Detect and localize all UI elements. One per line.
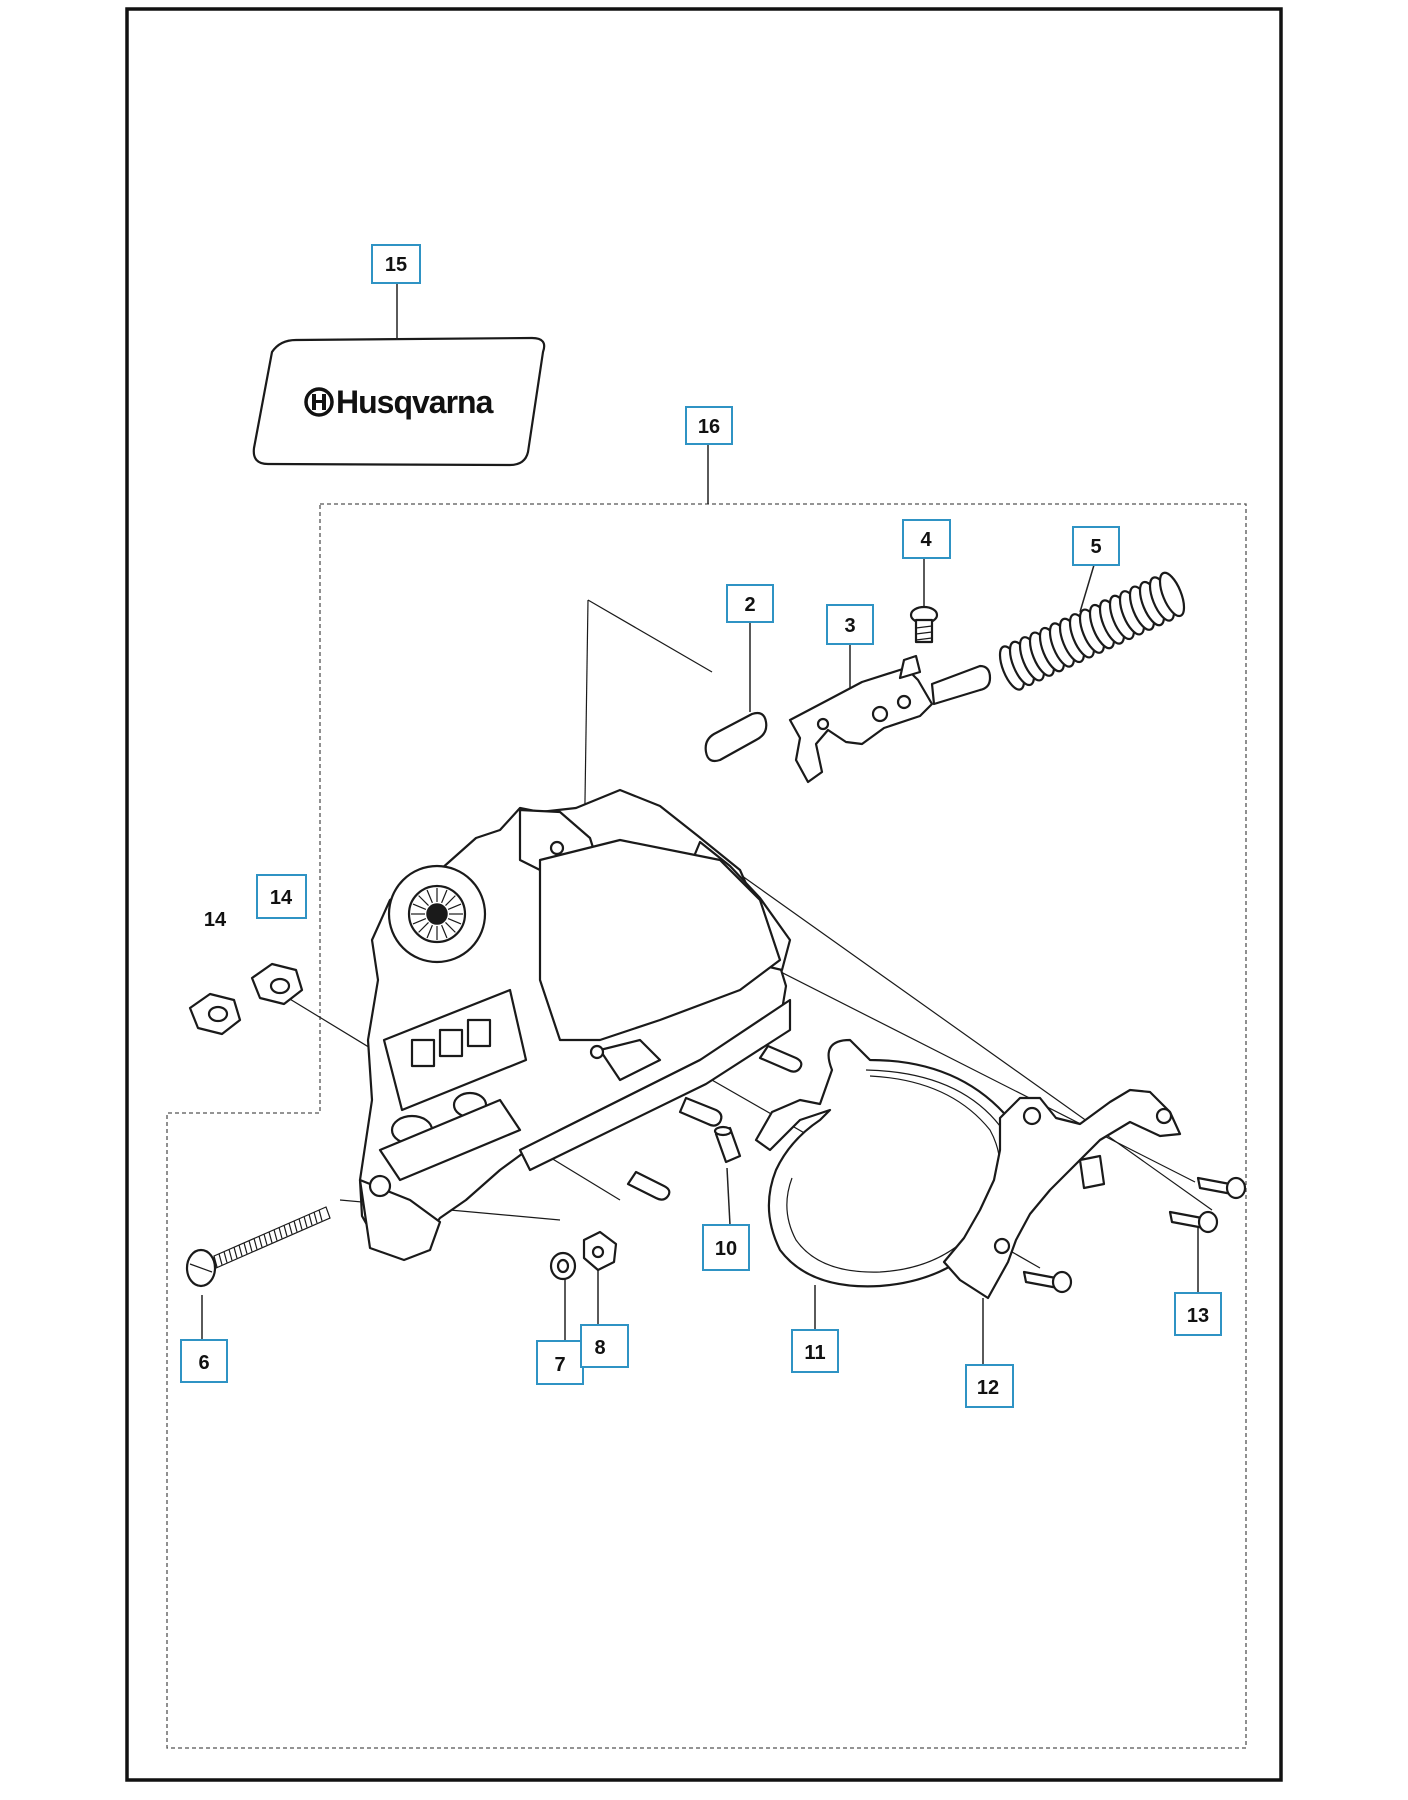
callout-2-label: 2 — [744, 594, 755, 616]
callout-13-label: 13 — [1187, 1305, 1209, 1327]
callout-14b-label: 14 — [270, 887, 293, 909]
pin-part — [704, 711, 768, 763]
screw-small-part — [909, 605, 939, 644]
callout-3: 3 — [826, 604, 874, 645]
nut-insert-part — [582, 1230, 618, 1272]
callout-11: 11 — [791, 1329, 839, 1373]
washer-part — [549, 1251, 577, 1281]
husqvarna-logo: Husqvarna — [304, 384, 495, 420]
assembly-boundary — [166, 503, 1247, 1749]
callout-15-label: 15 — [385, 254, 407, 276]
chain-brake-housing — [358, 788, 792, 1262]
callout-6-label: 6 — [198, 1352, 209, 1374]
callout-4-label: 4 — [920, 529, 932, 551]
callout-12: 12 — [965, 1364, 1014, 1408]
callout-16: 16 — [685, 406, 733, 445]
decal-part: Husqvarna — [252, 336, 546, 467]
callout-14-unboxed: 14 — [204, 909, 227, 931]
callout-5: 5 — [1072, 526, 1120, 566]
callout-6: 6 — [180, 1339, 228, 1383]
nut-part-b — [250, 962, 304, 1006]
callout-10-label: 10 — [715, 1238, 737, 1260]
callout-7: 7 — [536, 1340, 584, 1385]
callout-5-label: 5 — [1090, 536, 1101, 558]
callout-14a-label: 14 — [204, 909, 227, 931]
outer-frame — [125, 7, 1283, 1782]
screw-part-b — [1168, 1210, 1219, 1234]
callout-7-label: 7 — [554, 1354, 565, 1376]
callout-8: 8 — [580, 1324, 629, 1368]
callout-2: 2 — [726, 584, 774, 623]
callout-15: 15 — [371, 244, 421, 284]
callout-10: 10 — [702, 1224, 750, 1271]
callout-14-boxed: 14 — [256, 874, 307, 919]
logo-text: Husqvarna — [336, 384, 494, 420]
screw-part-a — [1196, 1176, 1247, 1200]
callout-11-label: 11 — [804, 1342, 825, 1364]
cover-plate-part — [942, 1088, 1182, 1300]
spring-pin-part — [713, 1125, 742, 1164]
callout-16-label: 16 — [698, 416, 720, 438]
spring-part — [998, 571, 1186, 691]
callout-8-label: 8 — [594, 1337, 605, 1359]
callout-3-label: 3 — [844, 615, 855, 637]
nut-part-a — [188, 992, 242, 1036]
callout-13: 13 — [1174, 1292, 1222, 1336]
brake-lever-part — [788, 654, 992, 784]
screw-part-c — [1022, 1270, 1073, 1294]
adjusting-screw-part — [185, 1206, 331, 1288]
callout-12-label: 12 — [977, 1377, 999, 1399]
housing-pins — [626, 1044, 803, 1201]
callout-4: 4 — [902, 519, 951, 559]
